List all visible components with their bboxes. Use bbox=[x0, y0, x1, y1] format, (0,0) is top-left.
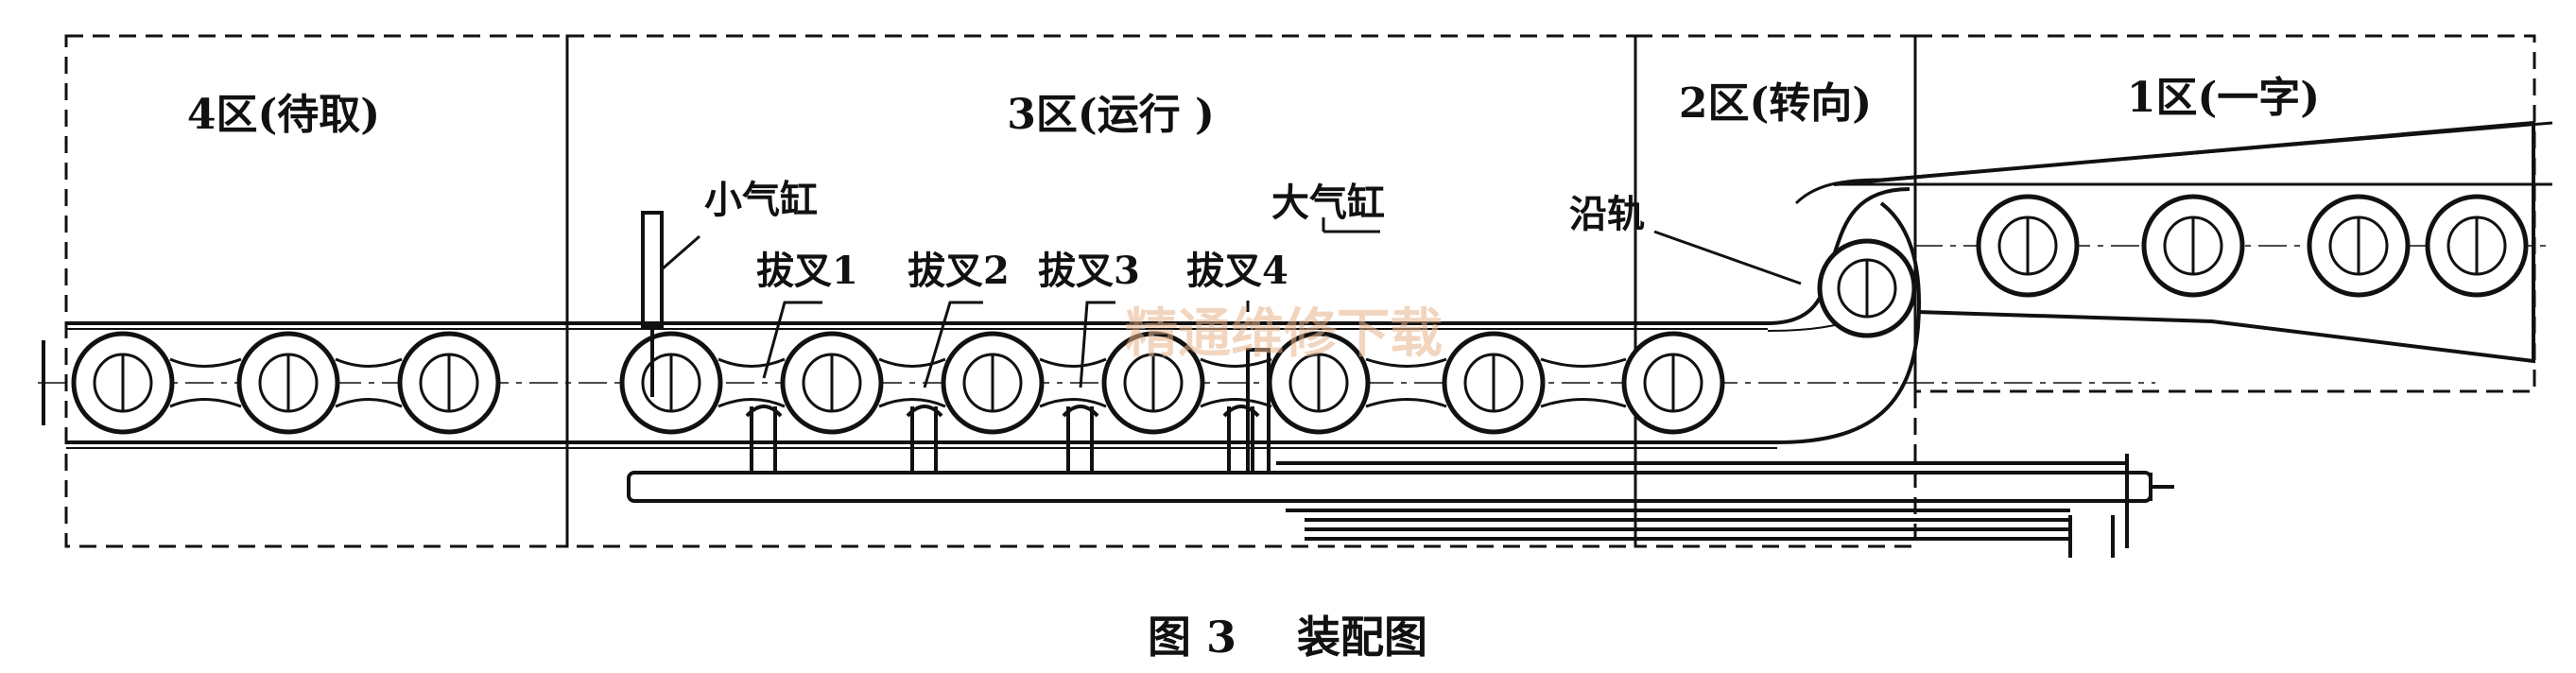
leader-lines bbox=[661, 217, 1802, 388]
zone-1-label: 1区(一字) bbox=[2127, 74, 2320, 122]
roller bbox=[780, 331, 884, 435]
roller bbox=[236, 331, 340, 435]
roller bbox=[1442, 331, 1546, 435]
fork-1-label: 拔叉1 bbox=[756, 249, 858, 293]
roller bbox=[941, 331, 1045, 435]
roller-links bbox=[169, 357, 1627, 408]
roller bbox=[2141, 194, 2245, 298]
zone-4-label: 4区(待取) bbox=[187, 91, 380, 139]
fork-3-label: 拔叉3 bbox=[1038, 249, 1140, 293]
main-rollers bbox=[71, 331, 1725, 435]
zone-3-label: 3区(运行 ) bbox=[1007, 91, 1215, 139]
fork-3-leader bbox=[1079, 301, 1115, 388]
watermark: 精通维修下载 bbox=[1125, 302, 1443, 365]
fork-1-leader bbox=[762, 301, 822, 379]
roller bbox=[71, 331, 175, 435]
roller bbox=[1101, 331, 1205, 435]
fork-2-leader bbox=[923, 301, 983, 388]
main-rail bbox=[38, 321, 2155, 449]
small-cylinder-label: 小气缸 bbox=[704, 178, 818, 222]
zone-2-label: 2区(转向) bbox=[1679, 79, 1872, 128]
small-cylinder-leader bbox=[661, 234, 700, 271]
roller bbox=[2307, 194, 2411, 298]
figure-caption: 图 3 装配图 bbox=[1148, 612, 1427, 663]
fork-2-label: 拔叉2 bbox=[908, 249, 1010, 293]
turning-roller bbox=[1817, 238, 1917, 338]
roller bbox=[619, 331, 723, 435]
roller bbox=[1621, 331, 1725, 435]
large-cylinder-label: 大气缸 bbox=[1271, 181, 1385, 225]
along-rail-leader bbox=[1653, 230, 1802, 285]
roller bbox=[2425, 194, 2529, 298]
fork-4-label: 拔叉4 bbox=[1186, 249, 1288, 293]
fork-brackets bbox=[745, 405, 1260, 473]
roller bbox=[1976, 194, 2080, 298]
large-cylinder-bar bbox=[627, 230, 2174, 558]
roller bbox=[397, 331, 501, 435]
zone-1-rollers bbox=[1976, 194, 2529, 298]
along-rail-label: 沿轨 bbox=[1569, 192, 1645, 236]
